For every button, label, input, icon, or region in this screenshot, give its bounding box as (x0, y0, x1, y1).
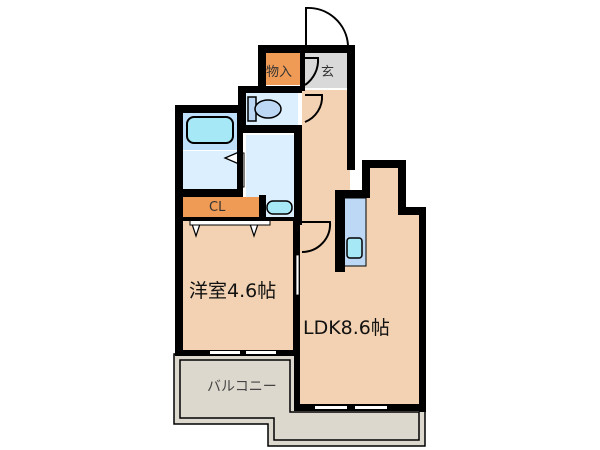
closet-floor (183, 197, 259, 217)
sink-icon (266, 200, 293, 215)
entrance-label: 玄 (321, 65, 335, 80)
ldk-label: LDK8.6帖 (303, 317, 390, 339)
closet-label: CL (209, 200, 226, 215)
balcony-label: バルコニー (207, 379, 277, 395)
walls (175, 45, 426, 412)
washroom-floor (246, 135, 294, 197)
western-room-floor (180, 220, 295, 353)
storage-door (304, 57, 320, 86)
door-swings (301, 6, 349, 254)
ldk-door (301, 221, 332, 254)
toilet-door (304, 94, 324, 123)
entrance-door (305, 6, 349, 46)
kitchen-sink-icon (346, 237, 363, 259)
bathtub-icon (186, 116, 234, 144)
toilet-icon (254, 99, 282, 119)
storage-label: 物入 (266, 65, 293, 80)
western-room-label: 洋室4.6帖 (189, 280, 277, 302)
storage-floor (266, 53, 300, 85)
